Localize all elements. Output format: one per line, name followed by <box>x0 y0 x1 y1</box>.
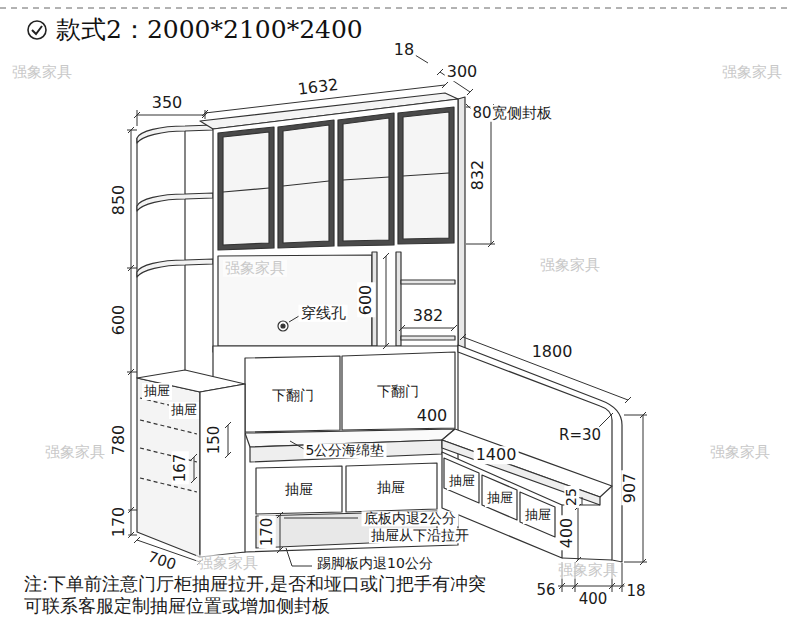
part-label: 抽屉 <box>487 491 513 505</box>
dimension-label: 56 <box>534 582 557 599</box>
drawer-front: 抽屉 <box>375 479 407 497</box>
drawer-front: 抽屉 <box>485 490 515 507</box>
callout-note: 踢脚板内退10公分 <box>315 556 435 571</box>
dimension-label: 1800 <box>530 343 575 361</box>
part-label: 抽屉 <box>449 474 475 488</box>
dimension-label: 18 <box>392 41 416 59</box>
dimension-label: 700 <box>144 548 180 574</box>
dimension-label: 300 <box>445 63 480 81</box>
drawer-front: 抽屉 <box>523 507 553 524</box>
part-label: 抽屉 <box>285 482 313 497</box>
part-label: 抽屉 <box>525 508 551 522</box>
watermark: 强象家具 <box>720 64 784 81</box>
dimension-label: 350 <box>150 94 185 112</box>
watermark: 强象家具 <box>708 444 772 461</box>
title: 款式2：2000*2100*2400 <box>56 16 363 44</box>
dimension-label: 25 <box>564 486 579 508</box>
dimension-label: 1632 <box>295 76 342 99</box>
order-note: 注:下单前注意门厅柜抽屉拉开,是否和垭口或门把手有冲突 可联系客服定制抽屉位置或… <box>22 573 586 617</box>
dimension-label: 600 <box>357 283 375 318</box>
dimension-label: 400 <box>415 407 450 425</box>
dimension-label: 170 <box>259 516 276 549</box>
dimension-label: 382 <box>411 307 446 325</box>
dimension-label: 780 <box>110 423 128 458</box>
watermark: 强象家具 <box>223 260 287 277</box>
dimension-label: 167 <box>172 452 189 485</box>
part-label: 抽屉 <box>377 480 405 495</box>
drawer-front: 抽屉 <box>447 473 477 490</box>
watermark: 强象家具 <box>556 562 620 579</box>
part-label: 抽屉 <box>171 403 197 417</box>
callout-note: 80宽侧封板 <box>470 105 553 122</box>
watermark: 强象家具 <box>538 257 602 274</box>
drawer-front: 抽屉 <box>283 481 315 499</box>
dimension-label: 600 <box>110 303 128 338</box>
dimension-label: 850 <box>110 183 128 218</box>
flip-door: 下翻门 <box>270 387 316 405</box>
dimension-label: R=30 <box>557 427 603 444</box>
dimension-label: 1400 <box>474 446 519 464</box>
drawer-front: 抽屉 <box>142 383 172 400</box>
callout-note: 底板内退2公分 <box>362 511 459 526</box>
watermark: 强象家具 <box>43 444 107 461</box>
dimension-label: 832 <box>469 158 487 193</box>
callout-note: 抽屉从下沿拉开 <box>369 528 471 543</box>
callout-note: 穿线孔 <box>299 305 348 322</box>
drawer-front: 抽屉 <box>169 402 199 419</box>
part-label: 抽屉 <box>144 384 170 398</box>
dimension-label: 907 <box>621 471 639 506</box>
dimension-label: 18 <box>624 583 647 600</box>
dimension-label: 400 <box>577 591 610 608</box>
dimension-label: 170 <box>110 505 128 540</box>
callout-note: 5公分海绵垫 <box>304 443 387 458</box>
part-label: 下翻门 <box>272 388 314 403</box>
dimension-label: 400 <box>558 516 576 551</box>
watermark: 强象家具 <box>10 64 74 81</box>
watermark: 强象家具 <box>196 555 260 572</box>
flip-door: 下翻门 <box>375 383 421 401</box>
part-label: 下翻门 <box>377 384 419 399</box>
dimension-label: 150 <box>206 424 223 457</box>
